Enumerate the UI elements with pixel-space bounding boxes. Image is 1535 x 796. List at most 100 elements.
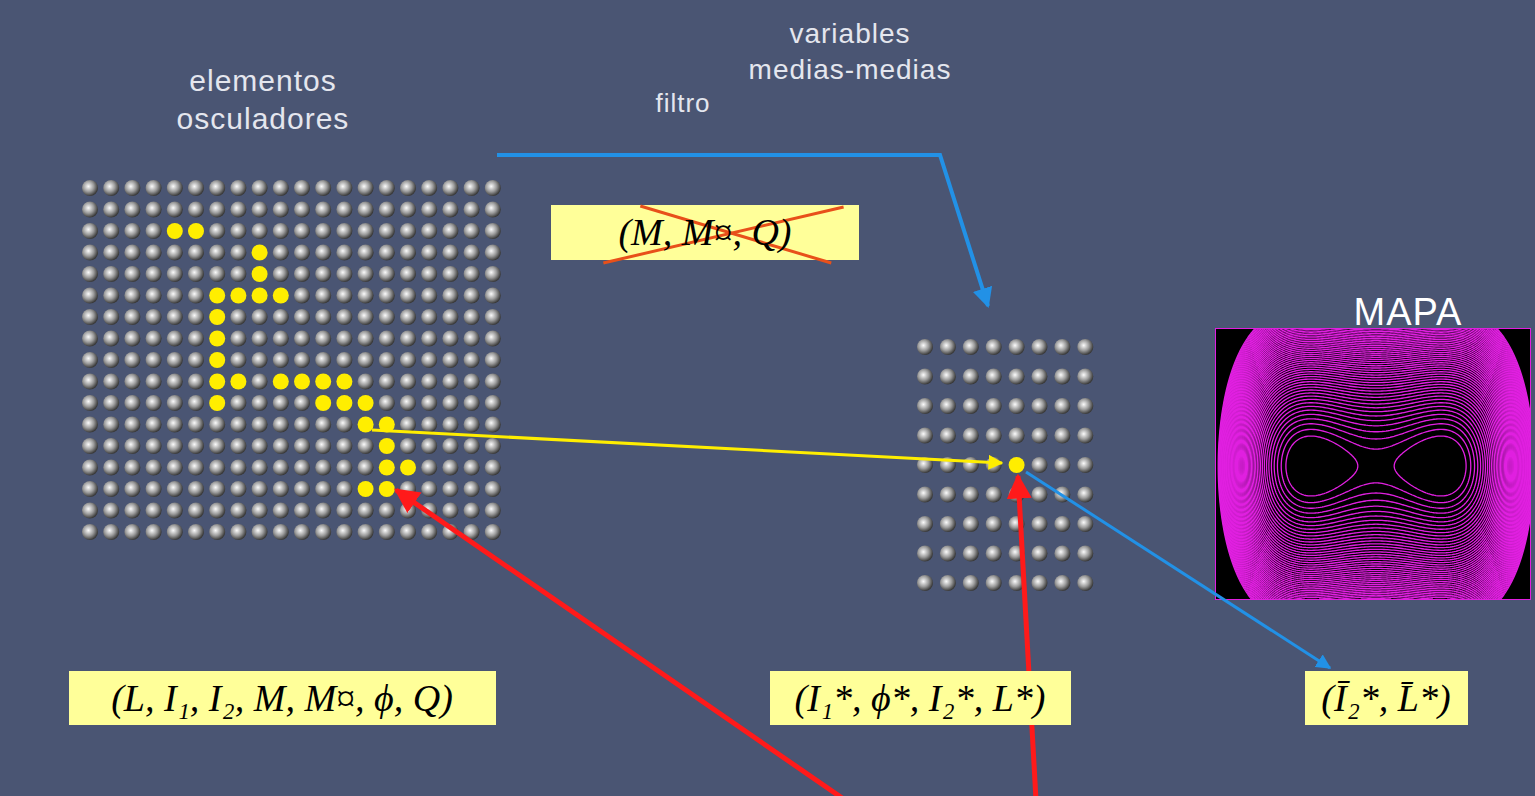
grid-dot bbox=[209, 352, 225, 368]
grid-dot bbox=[103, 223, 119, 239]
grid-dot bbox=[252, 374, 268, 390]
grid-dot bbox=[188, 309, 204, 325]
grid-dot bbox=[336, 202, 352, 218]
grid-dot bbox=[315, 417, 331, 433]
grid-dot bbox=[103, 245, 119, 261]
grid-dot bbox=[442, 331, 458, 347]
grid-dot bbox=[167, 460, 183, 476]
grid-dot bbox=[273, 352, 289, 368]
grid-dot bbox=[252, 481, 268, 497]
map-contour bbox=[1215, 328, 1531, 600]
grid-dot bbox=[917, 487, 933, 503]
grid-dot bbox=[188, 481, 204, 497]
grid-dot bbox=[986, 516, 1002, 532]
variable-box: (I₁*, ϕ*, I₂*, L*) bbox=[770, 671, 1071, 725]
grid-dot bbox=[315, 331, 331, 347]
map-contour bbox=[1215, 328, 1531, 600]
grid-dot bbox=[273, 309, 289, 325]
grid-dot bbox=[124, 438, 140, 454]
grid-dot bbox=[940, 487, 956, 503]
grid-dot bbox=[146, 417, 162, 433]
grid-dot bbox=[124, 331, 140, 347]
map-ground bbox=[1215, 328, 1531, 600]
grid-dot bbox=[358, 266, 374, 282]
map-contour bbox=[1215, 328, 1531, 600]
grid-dot bbox=[917, 398, 933, 414]
grid-dot bbox=[167, 223, 183, 239]
grid-dot bbox=[379, 331, 395, 347]
variable-box: (M, M¤, Q) bbox=[551, 205, 859, 260]
grid-dot bbox=[230, 395, 246, 411]
grid-dot bbox=[273, 223, 289, 239]
grid-dot bbox=[82, 245, 98, 261]
grid-dot bbox=[1077, 546, 1093, 562]
grid-dot bbox=[940, 369, 956, 385]
grid-dot bbox=[188, 180, 204, 196]
map-contour bbox=[1215, 328, 1531, 600]
grid-dot bbox=[103, 309, 119, 325]
variable-box: (L, I₁, I₂, M, M¤, ϕ, Q) bbox=[69, 671, 496, 725]
grid-dot bbox=[1032, 369, 1048, 385]
grid-dot bbox=[379, 202, 395, 218]
grid-dot bbox=[940, 516, 956, 532]
grid-dot bbox=[209, 180, 225, 196]
grid-dot bbox=[294, 524, 310, 540]
grid-dot bbox=[230, 438, 246, 454]
grid-dot bbox=[940, 398, 956, 414]
map-contour bbox=[1215, 328, 1531, 600]
grid-dot bbox=[1009, 428, 1025, 444]
grid-dot bbox=[315, 524, 331, 540]
grid-dot bbox=[1032, 546, 1048, 562]
grid-dot bbox=[230, 202, 246, 218]
grid-dot bbox=[421, 266, 437, 282]
grid-dot bbox=[188, 331, 204, 347]
grid-dot bbox=[421, 481, 437, 497]
grid-dot bbox=[464, 417, 480, 433]
grid-dot bbox=[358, 395, 374, 411]
grid-dot bbox=[464, 180, 480, 196]
grid-dot bbox=[124, 481, 140, 497]
grid-dot bbox=[188, 524, 204, 540]
grid-dot bbox=[1009, 369, 1025, 385]
grid-dot bbox=[294, 374, 310, 390]
grid-dot bbox=[167, 503, 183, 519]
grid-dot bbox=[485, 245, 501, 261]
grid-dot bbox=[1032, 428, 1048, 444]
grid-dot bbox=[464, 481, 480, 497]
grid-dot bbox=[379, 460, 395, 476]
grid-dot bbox=[146, 202, 162, 218]
map-contour bbox=[1215, 328, 1531, 600]
grid-dot bbox=[82, 374, 98, 390]
grid-dot bbox=[1009, 457, 1025, 473]
grid-dot bbox=[485, 395, 501, 411]
grid-dot bbox=[103, 481, 119, 497]
map-contour bbox=[1215, 328, 1531, 600]
grid-dot bbox=[442, 417, 458, 433]
grid-dot bbox=[82, 309, 98, 325]
grid-dot bbox=[167, 245, 183, 261]
grid-dot bbox=[294, 352, 310, 368]
grid-dot bbox=[167, 524, 183, 540]
grid-dot bbox=[315, 288, 331, 304]
grid-dot bbox=[146, 395, 162, 411]
grid-dot bbox=[273, 288, 289, 304]
grid-dot bbox=[252, 352, 268, 368]
map-contour bbox=[1215, 328, 1531, 600]
grid-dot bbox=[103, 374, 119, 390]
heading-label: elementos osculadores bbox=[153, 62, 373, 138]
grid-dot bbox=[1054, 546, 1070, 562]
grid-dot bbox=[294, 288, 310, 304]
grid-dot bbox=[273, 331, 289, 347]
grid-dot bbox=[294, 417, 310, 433]
grid-dot bbox=[358, 245, 374, 261]
grid-dot bbox=[421, 460, 437, 476]
grid-dot bbox=[442, 395, 458, 411]
grid-dot bbox=[336, 460, 352, 476]
osculating-grid bbox=[82, 180, 501, 540]
grid-dot bbox=[485, 223, 501, 239]
grid-dot bbox=[230, 481, 246, 497]
grid-dot bbox=[400, 245, 416, 261]
grid-dot bbox=[1077, 398, 1093, 414]
grid-dot bbox=[209, 309, 225, 325]
grid-dot bbox=[336, 288, 352, 304]
